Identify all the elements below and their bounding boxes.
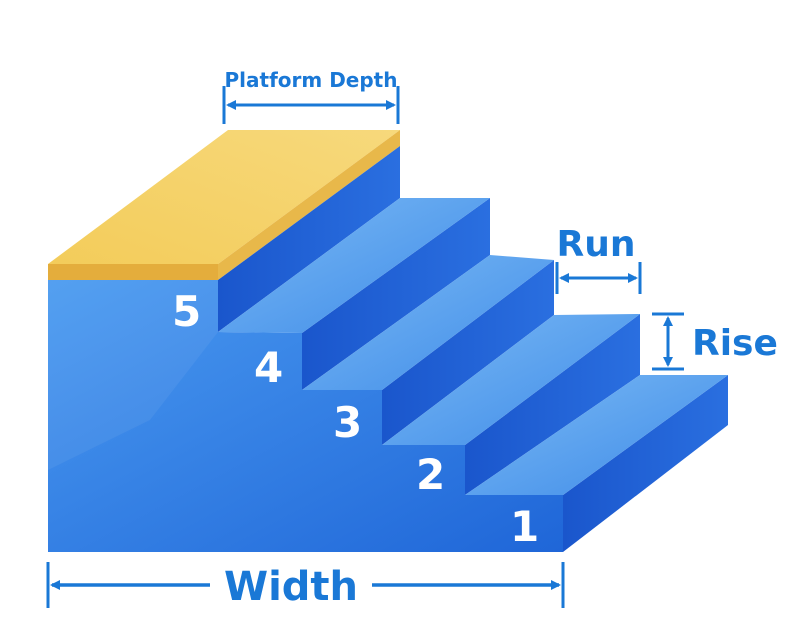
step-number-4: 4: [254, 343, 283, 392]
platform-depth-label-bg: [236, 66, 386, 92]
tread-2: [382, 314, 640, 445]
riser-2: [465, 314, 640, 495]
front-face: [48, 280, 563, 552]
front-highlight: [48, 280, 218, 470]
step-number-1: 1: [510, 502, 539, 551]
tread-1: [465, 375, 728, 495]
riser-5: [218, 146, 400, 332]
tread-3: [302, 255, 554, 390]
riser-4: [302, 198, 490, 390]
riser-3: [382, 260, 554, 445]
platform-top: [48, 130, 400, 264]
riser-1: [563, 375, 728, 552]
rise-label: Rise: [692, 323, 778, 364]
platform-depth-label: Platform Depth: [225, 68, 398, 92]
platform-side-edge: [218, 130, 400, 280]
run-label: Run: [557, 224, 636, 265]
width-label: Width: [224, 564, 358, 610]
step-number-5: 5: [172, 287, 201, 336]
step-number-3: 3: [333, 398, 362, 447]
step-number-2: 2: [416, 450, 445, 499]
platform-edge: [48, 264, 218, 280]
tread-4: [218, 198, 490, 333]
